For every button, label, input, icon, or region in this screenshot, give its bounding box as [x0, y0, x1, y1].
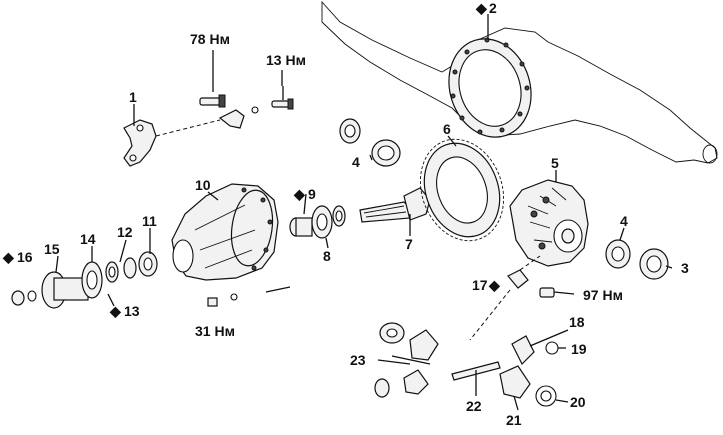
- callout-15: 15: [44, 241, 60, 257]
- torque-97: 97 Нм: [583, 287, 623, 303]
- callout-7: 7: [405, 236, 413, 252]
- bearing-cap: [123, 119, 221, 167]
- torque-labels: 78 Нм 13 Нм 97 Нм 31 Нм: [190, 31, 623, 339]
- diamond-icon: ◆: [109, 303, 122, 319]
- callout-20: 20: [570, 394, 586, 410]
- leader-lines: [55, 14, 673, 411]
- carrier-housing: [171, 183, 279, 281]
- lock-plate-bolt: [469, 255, 575, 341]
- callout-5: 5: [551, 155, 559, 171]
- axle-housing: [321, 0, 718, 164]
- differential-gears: [374, 322, 559, 407]
- callout-12: 12: [117, 224, 133, 240]
- callout-19: 19: [571, 341, 587, 357]
- callout-4-upper: 4: [352, 154, 360, 170]
- housing-bolt-circle: [450, 37, 530, 135]
- callout-4-right: 4: [620, 213, 628, 229]
- companion-flange-set: [11, 251, 158, 309]
- diamond-markers: ◆ ◆ ◆ ◆ ◆: [2, 0, 501, 319]
- callout-21: 21: [506, 412, 522, 428]
- diamond-icon: ◆: [2, 249, 15, 265]
- callout-23: 23: [350, 352, 366, 368]
- pinion-bearing-set: [289, 205, 346, 239]
- callout-8: 8: [323, 248, 331, 264]
- differential-case: [509, 179, 589, 267]
- callout-2: 2: [489, 0, 497, 16]
- lock-plate-and-bolts: [199, 50, 294, 129]
- side-bearing-set: [605, 239, 669, 280]
- callout-17: 17: [472, 277, 488, 293]
- drive-pinion: [359, 187, 431, 223]
- callout-13: 13: [124, 303, 140, 319]
- diamond-icon: ◆: [488, 277, 501, 293]
- callout-labels: 1 2 3 4 4 5 6 7 8 9 10 11 12 13 14 15 16…: [17, 0, 689, 428]
- diamond-icon: ◆: [293, 186, 306, 202]
- upper-bearing-set: [339, 118, 401, 167]
- callout-18: 18: [569, 314, 585, 330]
- callout-14: 14: [80, 231, 96, 247]
- callout-6: 6: [443, 121, 451, 137]
- torque-31: 31 Нм: [195, 323, 235, 339]
- callout-16: 16: [17, 249, 33, 265]
- callout-9: 9: [308, 186, 316, 202]
- callout-22: 22: [466, 398, 482, 414]
- diamond-icon: ◆: [475, 0, 488, 16]
- callout-3: 3: [681, 260, 689, 276]
- callout-10: 10: [195, 177, 211, 193]
- torque-78: 78 Нм: [190, 31, 230, 47]
- ring-gear: [419, 138, 505, 242]
- callout-11: 11: [142, 213, 157, 229]
- stud-and-nut: [207, 286, 291, 307]
- torque-13: 13 Нм: [266, 52, 306, 68]
- callout-1: 1: [129, 89, 137, 105]
